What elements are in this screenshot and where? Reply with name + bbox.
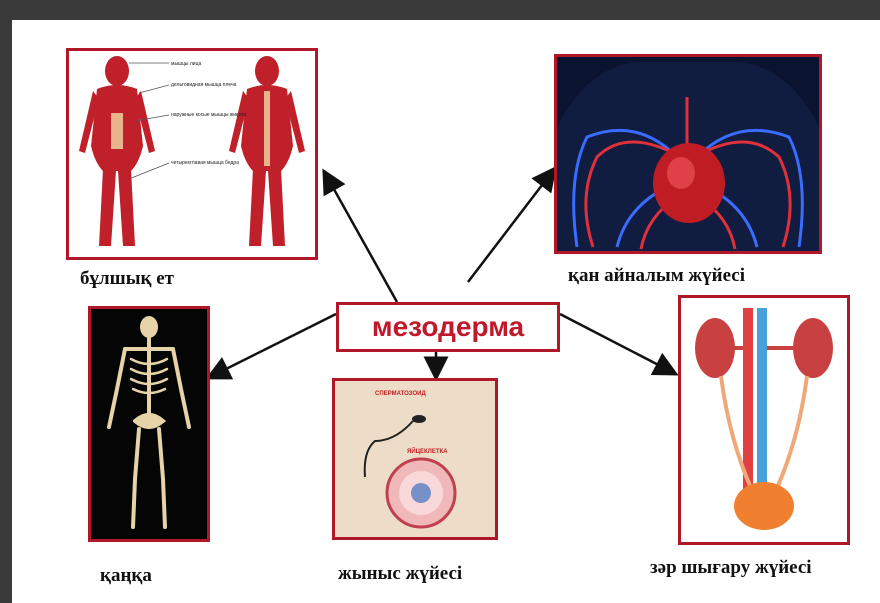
repro-note-top: СПЕРМАТОЗОИД xyxy=(375,391,426,397)
repro-note-mid: ЯЙЦЕКЛЕТКА xyxy=(407,447,448,455)
skeleton-image xyxy=(88,306,210,542)
slide: мышцы лица дельтовидная мышца плеча нару… xyxy=(12,20,880,603)
circulatory-image xyxy=(554,54,822,254)
muscle-note-3: наружные косые мышцы живота xyxy=(171,112,247,118)
label-muscle: бұлшық ет xyxy=(80,268,174,290)
arrow-to-skeleton xyxy=(212,314,336,376)
arrow-to-excretory xyxy=(560,314,672,372)
muscle-note-1: мышцы лица xyxy=(171,61,201,67)
arrow-to-muscle xyxy=(326,175,397,302)
muscle-note-2: дельтовидная мышца плеча xyxy=(171,82,237,88)
label-excretory: зәр шығару жүйесі xyxy=(650,557,812,579)
muscle-image: мышцы лица дельтовидная мышца плеча нару… xyxy=(66,48,318,260)
label-circulatory: қан айналым жүйесі xyxy=(568,265,745,287)
label-skeleton: қаңқа xyxy=(100,565,152,587)
reproductive-image: СПЕРМАТОЗОИД ЯЙЦЕКЛЕТКА xyxy=(332,378,498,540)
label-reproductive: жыныс жүйесі xyxy=(338,563,462,585)
excretory-image xyxy=(678,295,850,545)
muscle-note-4: четырехглавая мышца бедра xyxy=(171,160,239,166)
center-concept: мезодерма xyxy=(336,302,560,352)
arrow-to-circulatory xyxy=(468,172,552,282)
